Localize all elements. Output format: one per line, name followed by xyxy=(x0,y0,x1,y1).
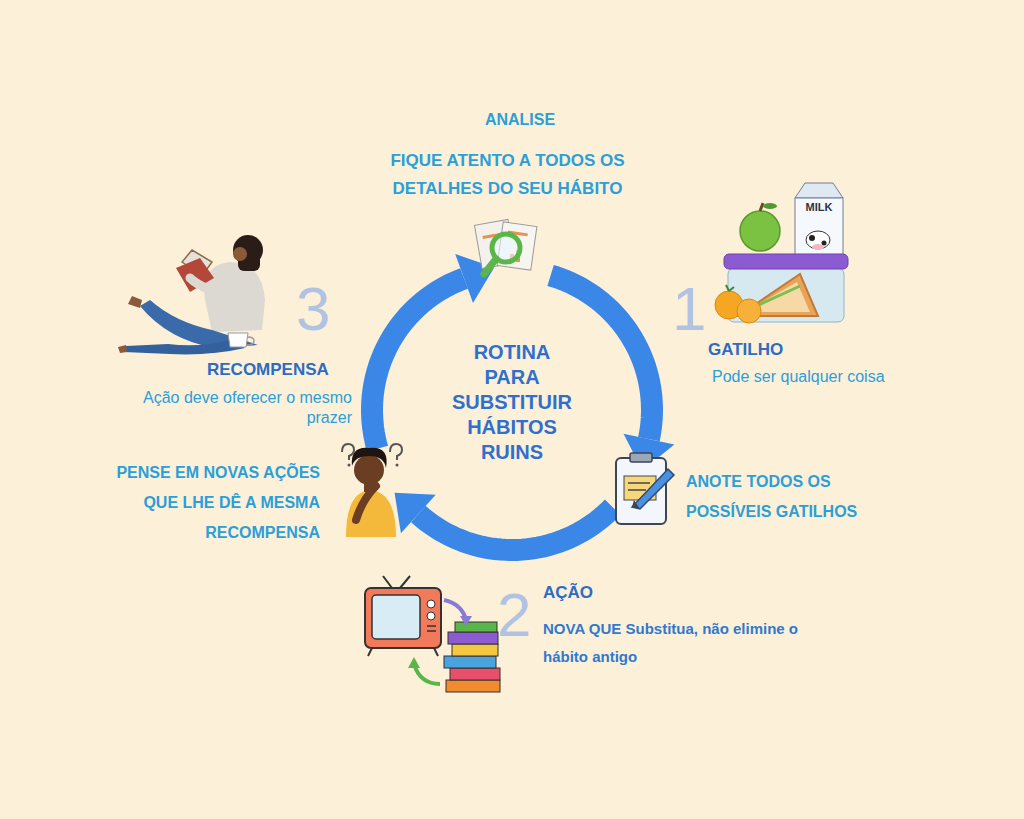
step-note: FIQUE ATENTO A TODOS OS DETALHES DO SEU … xyxy=(355,147,660,203)
step-heading: AÇÃO xyxy=(543,583,593,603)
cycle-arrow xyxy=(395,493,613,550)
step-number: 1 xyxy=(672,272,706,346)
notes-icon xyxy=(616,453,674,524)
arrow-head xyxy=(395,493,436,534)
cycle-arrow xyxy=(551,275,675,470)
lunch-illustration xyxy=(715,183,848,323)
step-note: ANOTE TODOS OS POSSÍVEIS GATILHOS xyxy=(686,467,901,527)
thinking-person xyxy=(342,444,402,537)
arrow-shaft xyxy=(418,507,612,550)
step-note: Pode ser qualquer coisa xyxy=(712,367,885,386)
step-note: Ação deve oferecer o mesmo prazer xyxy=(117,388,352,428)
step-number: 3 xyxy=(296,272,330,346)
center-title: ROTINA PARA SUBSTITUIR HÁBITOS RUINS xyxy=(447,340,577,465)
tv-and-books xyxy=(365,576,500,692)
arrow-shaft xyxy=(372,278,464,448)
reading-woman xyxy=(118,235,265,354)
arrow-shaft xyxy=(551,275,652,439)
step-note: NOVA QUE Substitua, não elimine o hábito… xyxy=(543,615,843,671)
step-heading: GATILHO xyxy=(708,340,783,360)
step-heading: ANALISE xyxy=(430,110,610,129)
carton-label: MILK xyxy=(796,201,842,214)
step-heading: RECOMPENSA xyxy=(207,360,329,380)
cycle-arrows xyxy=(372,254,674,550)
step-note: PENSE EM NOVAS AÇÕES QUE LHE DÊ A MESMA … xyxy=(88,458,320,548)
step-number: 2 xyxy=(497,578,531,652)
analysis-icon xyxy=(474,219,536,274)
